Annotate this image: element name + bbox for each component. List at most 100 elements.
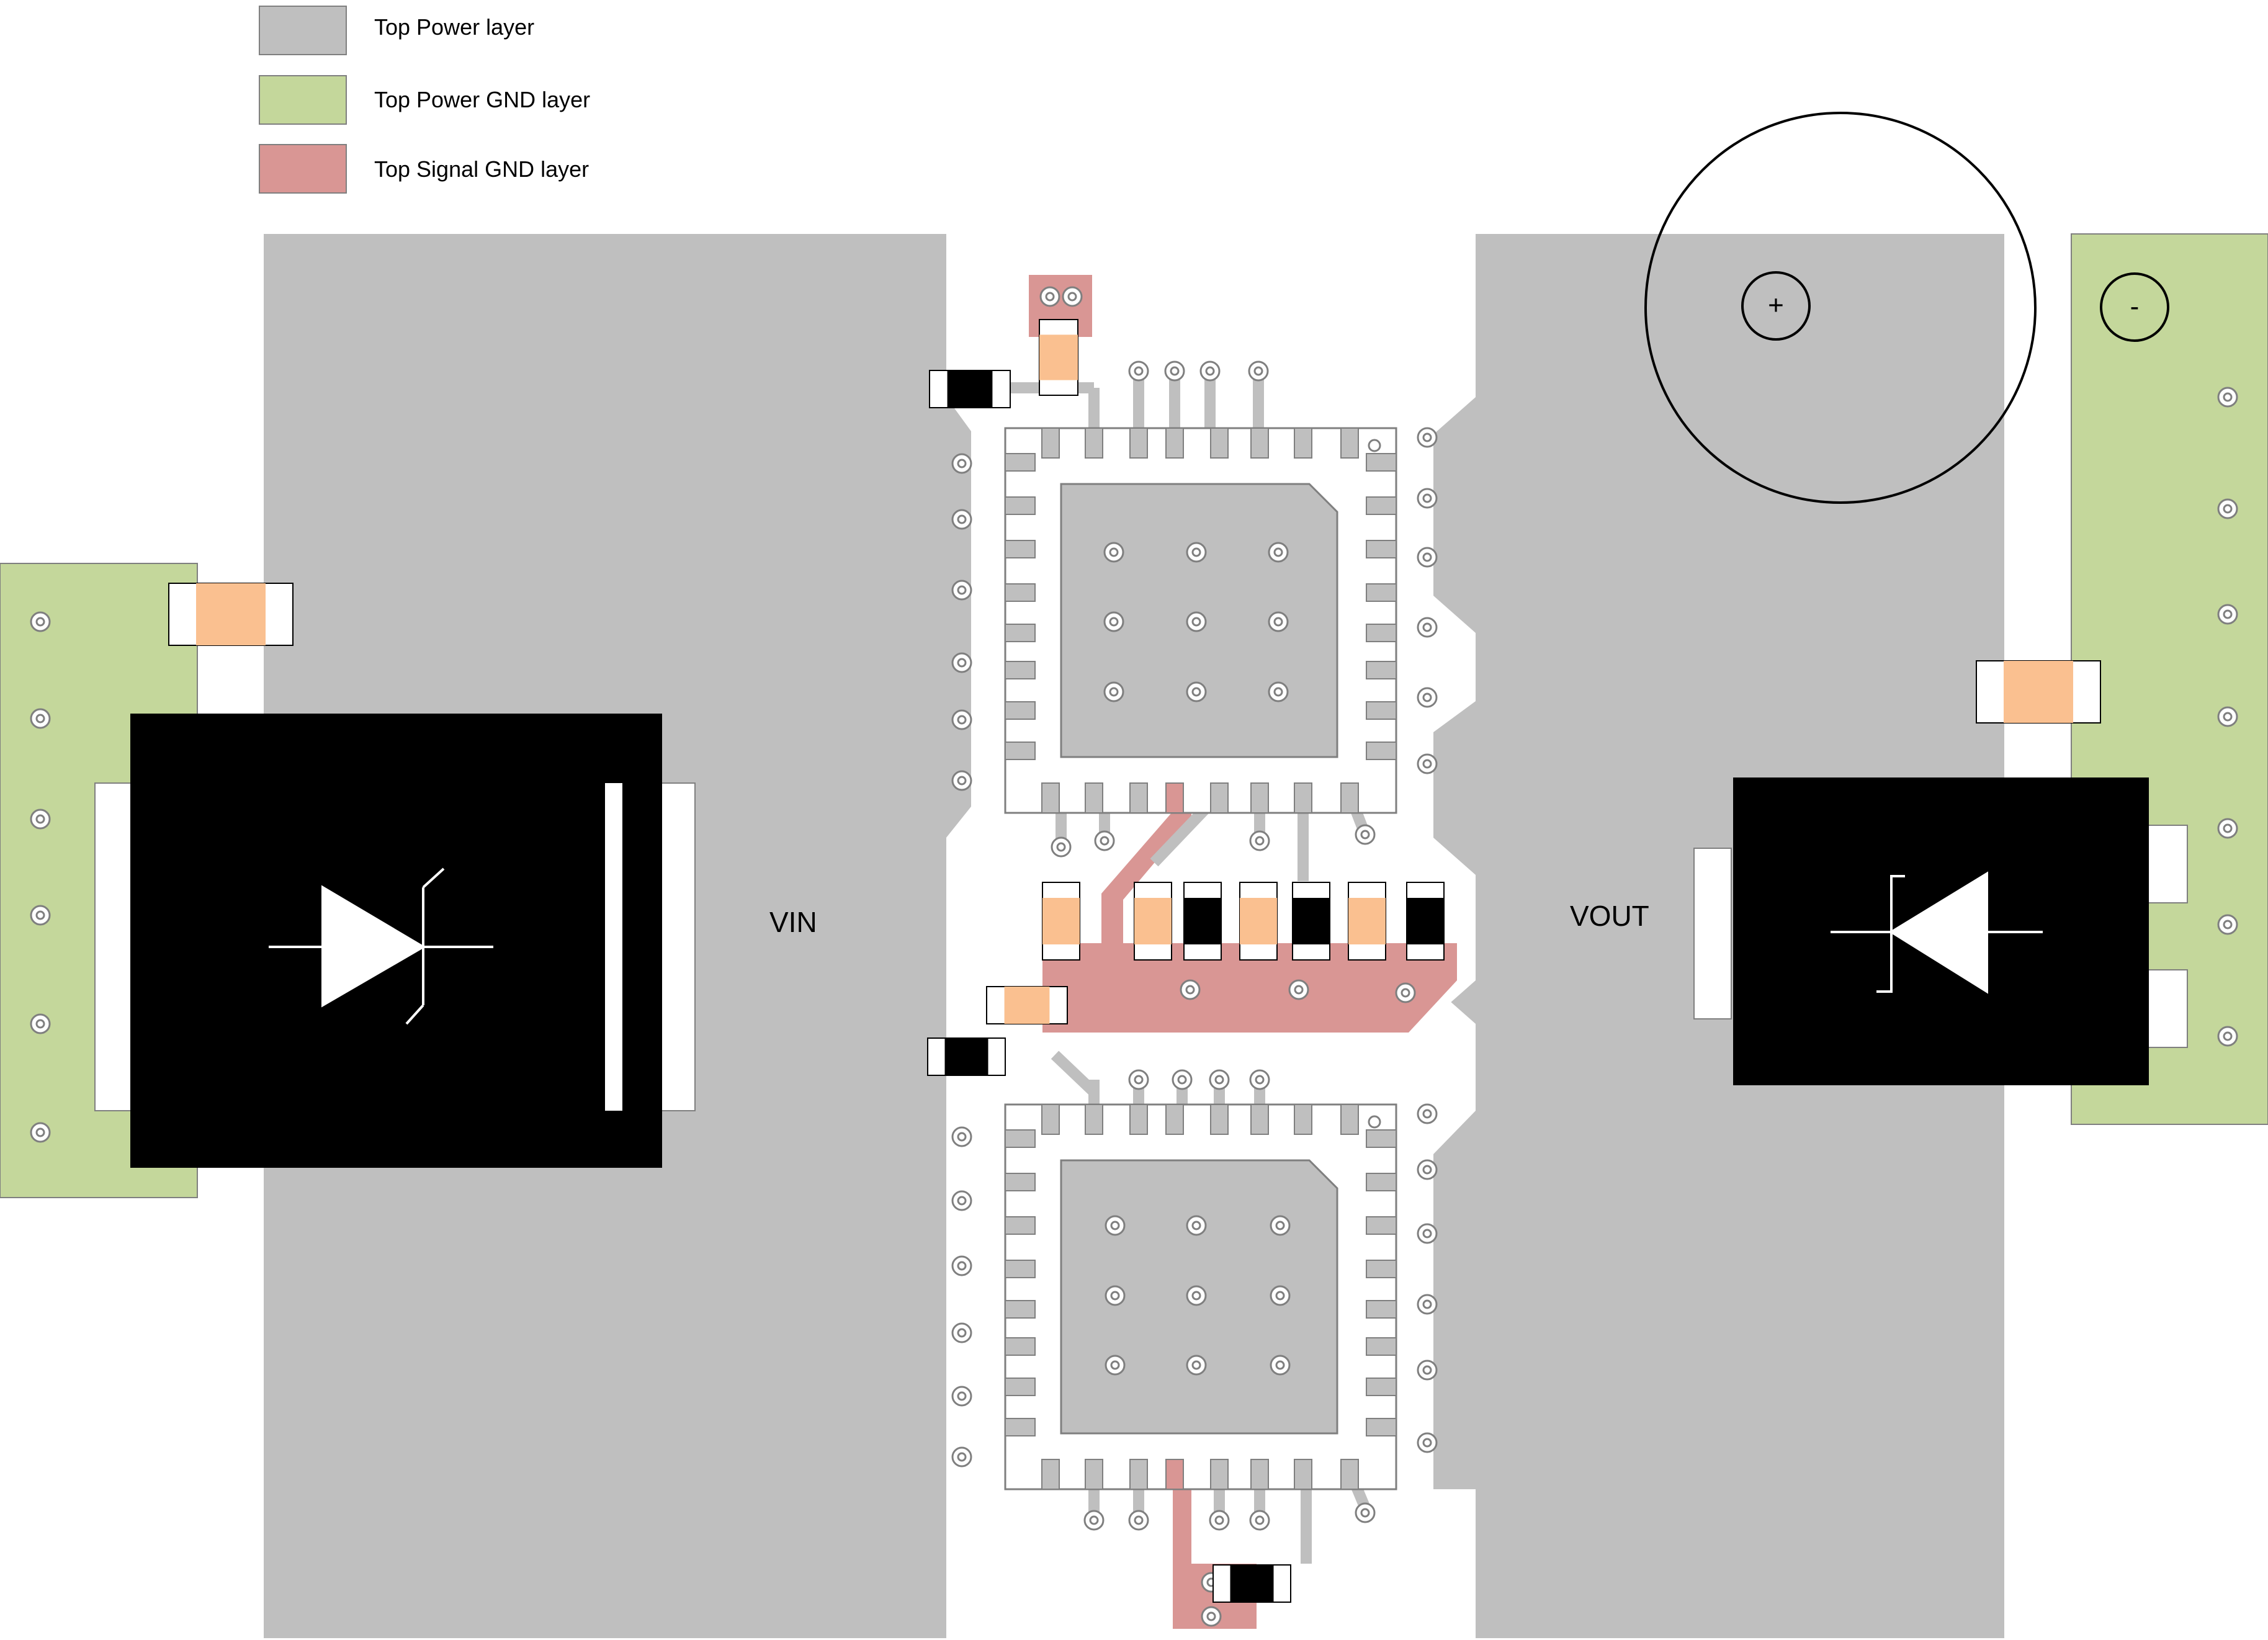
smd-component [927,1037,1006,1076]
ic-pin-pad [1340,1459,1359,1490]
smd-component [1134,882,1172,961]
ic-pin-pad [1366,1260,1397,1278]
legend-label-power: Top Power layer [374,14,534,40]
center-keepout-left-notch [946,838,971,1024]
vias [30,286,2238,1627]
smd-component [986,986,1068,1024]
via-icon [1355,1502,1376,1523]
legend-swatch-signal-gnd [259,144,347,194]
via-icon [1417,488,1438,509]
smd-component [1292,882,1330,961]
schottky-diode-pad-left [1693,848,1732,1019]
via-icon [1417,427,1438,448]
smd-component [1406,882,1445,961]
via-icon [2217,604,2238,625]
via-icon [1128,1510,1149,1531]
schottky-diode-icon [1831,871,2043,994]
ic-pin-pad [1340,1104,1359,1135]
via-icon [1094,830,1115,851]
capacitor-outline [1644,112,2037,504]
ic-pin-pad [1085,782,1103,813]
ic-pin-pad [1085,428,1103,459]
via-icon [1186,542,1207,563]
via-icon [1268,681,1289,702]
ic-pin-pad [1085,1104,1103,1135]
via-icon [1270,1285,1291,1306]
ic-pin-pad [1366,1378,1397,1396]
smd-component [1348,882,1386,961]
ic-pin-pad [1294,1104,1312,1135]
ic-pin-pad [1005,540,1036,558]
ic-pin-pad [1005,583,1036,602]
smd-component [1042,882,1080,961]
tvs-diode-cathode-band [605,783,622,1111]
ic-pin-pad [1005,701,1036,720]
schottky-diode-pad-right-bottom [2146,969,2188,1048]
via-icon [951,1255,972,1276]
ic-pin-pad [1366,742,1397,760]
via-icon [30,708,51,729]
via-icon [1083,1510,1105,1531]
ic-pin-pad [1005,1378,1036,1396]
via-icon [30,611,51,632]
via-icon [1417,753,1438,774]
legend: Top Power layer Top Power GND layer Top … [259,6,590,194]
via-icon [1248,361,1269,382]
via-icon [1417,1360,1438,1381]
ic-pin-pad [1250,1459,1269,1490]
via-icon [1172,1069,1193,1090]
signal-gnd-trace-1 [1101,785,1191,949]
vout-net-label: VOUT [1570,900,1649,932]
via-icon [1186,1215,1207,1236]
ic-pin-pad [1366,1300,1397,1319]
ic-pin-pad [1005,624,1036,642]
ic-pin-pad [1366,624,1397,642]
via-icon [1103,542,1124,563]
ic-pin-pad [1005,1418,1036,1436]
ic-bottom-pin1-marker [1368,1115,1381,1129]
signal-gnd-center-pour [1042,943,1457,1033]
trace [1051,1051,1098,1096]
ic-pin-pad-gnd [1165,1459,1184,1490]
smd-component [168,583,294,646]
smd-component [1183,882,1222,961]
ic-pin-pad [1041,782,1060,813]
ic-pin-pad [1366,1418,1397,1436]
via-icon [1105,1355,1126,1376]
capacitor-minus-terminal [2100,272,2169,342]
capacitor-plus-label: + [1768,290,1784,321]
ic-pin-pad [1366,1337,1397,1356]
ic-pin-pad [1165,428,1184,459]
via-icon [1355,824,1376,845]
ic-pin-pad [1129,428,1148,459]
ic-pin-pad [1129,782,1148,813]
legend-label-power-gnd: Top Power GND layer [374,87,590,112]
via-icon [30,905,51,926]
via-icon [1249,830,1270,851]
via-icon [1417,1223,1438,1244]
ic-pin-pad [1250,428,1269,459]
via-icon [1062,286,1083,307]
via-icon [1249,1069,1270,1090]
ic-pin-pad [1366,661,1397,679]
via-icon [1249,1510,1270,1531]
ic-pin-pad [1340,428,1359,459]
copper-planes [0,233,2268,1638]
output-capacitor: + - [1644,112,2169,504]
via-icon [951,580,972,601]
via-icon [1186,681,1207,702]
vin-net-label: VIN [769,906,817,938]
ic-pin-pad [1041,1459,1060,1490]
ic-pin-pad [1294,782,1312,813]
ic-pin-pad [1165,1104,1184,1135]
via-icon [951,1190,972,1211]
via-icon [1417,1159,1438,1180]
via-icon [2217,387,2238,408]
ic-pin-pad [1129,1459,1148,1490]
smd-component [1039,319,1078,396]
ic-pin-pad [1005,1216,1036,1235]
via-icon [1128,361,1149,382]
via-icon [1186,611,1207,632]
tvs-diode-pad-left [94,782,133,1111]
via-icon [1268,611,1289,632]
